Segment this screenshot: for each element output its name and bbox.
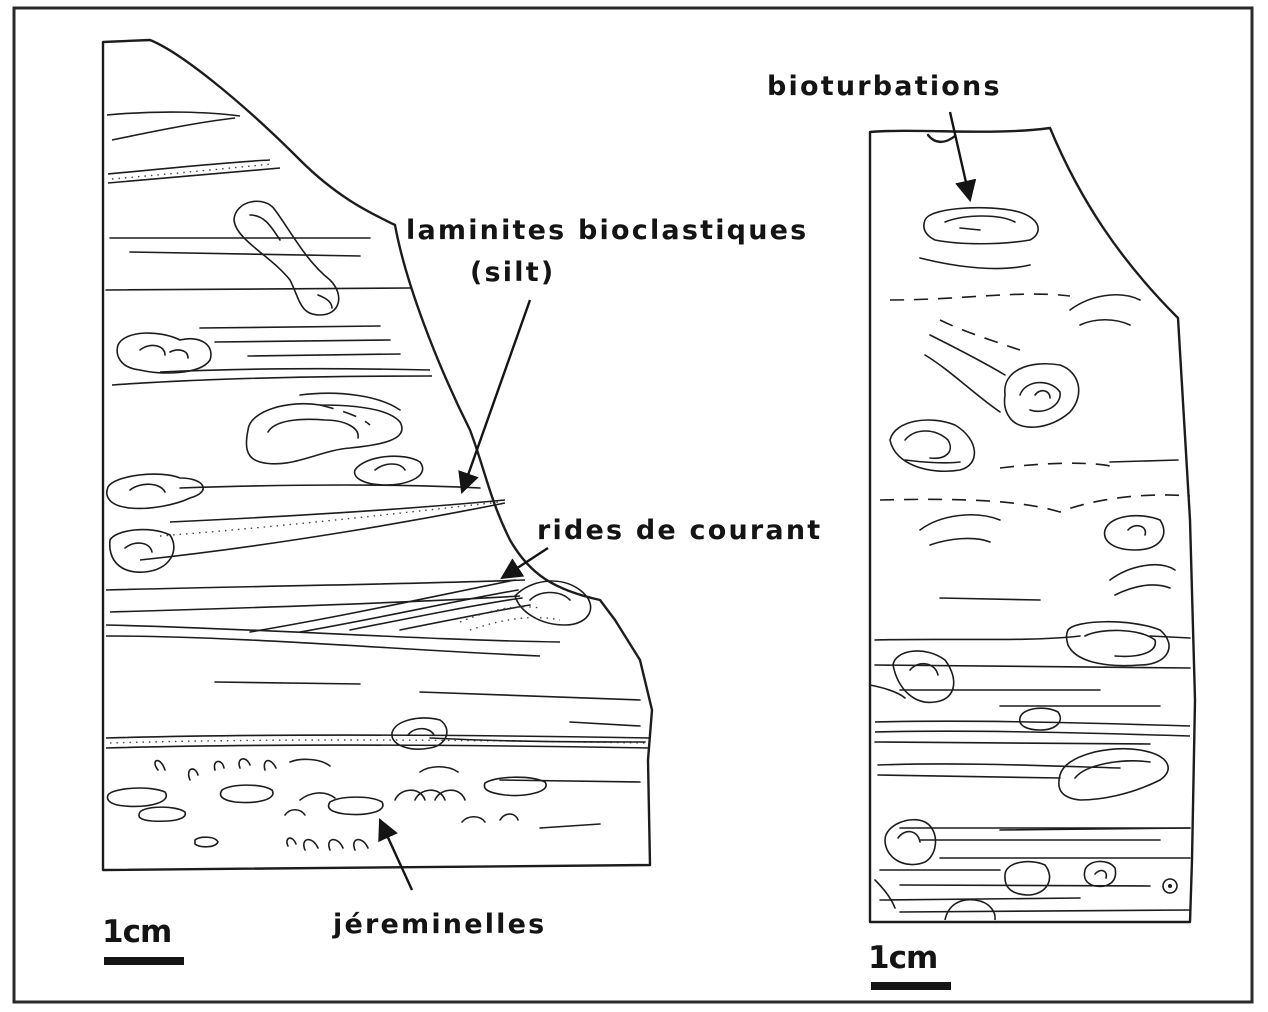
left-scale-line — [104, 957, 184, 965]
left-scale-label: 1cm — [102, 914, 171, 950]
left-burrows — [107, 201, 447, 749]
label-laminites-line2: (silt) — [470, 257, 555, 288]
right-scale-label: 1cm — [868, 940, 937, 976]
jereminelles-arrow — [380, 820, 412, 890]
right-burrows — [870, 208, 1177, 920]
rides-arrow — [502, 548, 548, 578]
bioturbations-arrow — [950, 112, 970, 200]
right-scale-bar: 1cm — [868, 940, 951, 990]
left-core-specimen — [103, 40, 652, 870]
left-scale-bar: 1cm — [102, 914, 184, 965]
label-bioturbations: bioturbations — [767, 71, 1002, 102]
label-laminites-line1: laminites bioclastiques — [406, 215, 808, 246]
figure-frame — [14, 8, 1252, 1002]
label-rides-de-courant: rides de courant — [537, 515, 822, 546]
label-jereminelles: jéreminelles — [332, 909, 546, 940]
right-laminations — [875, 294, 1190, 912]
right-core-outline — [870, 128, 1195, 922]
right-core-specimen — [870, 128, 1195, 922]
left-jereminelles-cluster — [108, 759, 547, 850]
laminites-arrow — [462, 300, 530, 492]
right-scale-line — [871, 982, 951, 990]
